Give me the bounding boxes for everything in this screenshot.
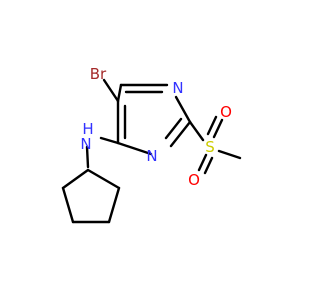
bond-c5-c6 — [116, 83, 123, 103]
atom-amine-n: H — [82, 120, 93, 138]
bond-s-o-bottom-double — [203, 156, 214, 175]
atom-labels: Br N N S O O H N — [80, 65, 232, 189]
atom-nitrogen-bottom: N — [146, 147, 157, 165]
molecule-structure: Br N N S O O H N — [61, 65, 242, 224]
atom-nitrogen-top: N — [172, 79, 183, 97]
atom-oxygen-bottom: O — [188, 171, 200, 189]
bond-n-cyclopentyl — [85, 145, 90, 169]
bond-c5-br — [102, 78, 120, 103]
bond-c2-n3 — [169, 120, 192, 148]
bond-s-o-top-double — [206, 115, 218, 136]
bond-cp-4 — [107, 186, 121, 224]
bond-s-methyl — [217, 149, 242, 160]
atom-oxygen-top: O — [220, 103, 232, 121]
atom-amine-h: N — [80, 135, 91, 153]
bond-cp-1 — [61, 168, 90, 190]
bonds — [61, 78, 242, 224]
bond-s-o-bottom — [197, 153, 208, 172]
bond-n3-c4 — [116, 141, 153, 156]
bond-c2-s — [188, 120, 205, 142]
bond-s-o-top — [212, 118, 224, 139]
bond-n1-c2 — [174, 95, 192, 124]
bond-c4-n — [99, 136, 120, 145]
bond-cp-2 — [61, 186, 75, 224]
atom-sulfur: S — [205, 138, 215, 156]
bond-c2-n3-double — [164, 117, 183, 140]
atom-bromine: Br — [90, 65, 107, 83]
bond-cp-5 — [86, 168, 121, 190]
